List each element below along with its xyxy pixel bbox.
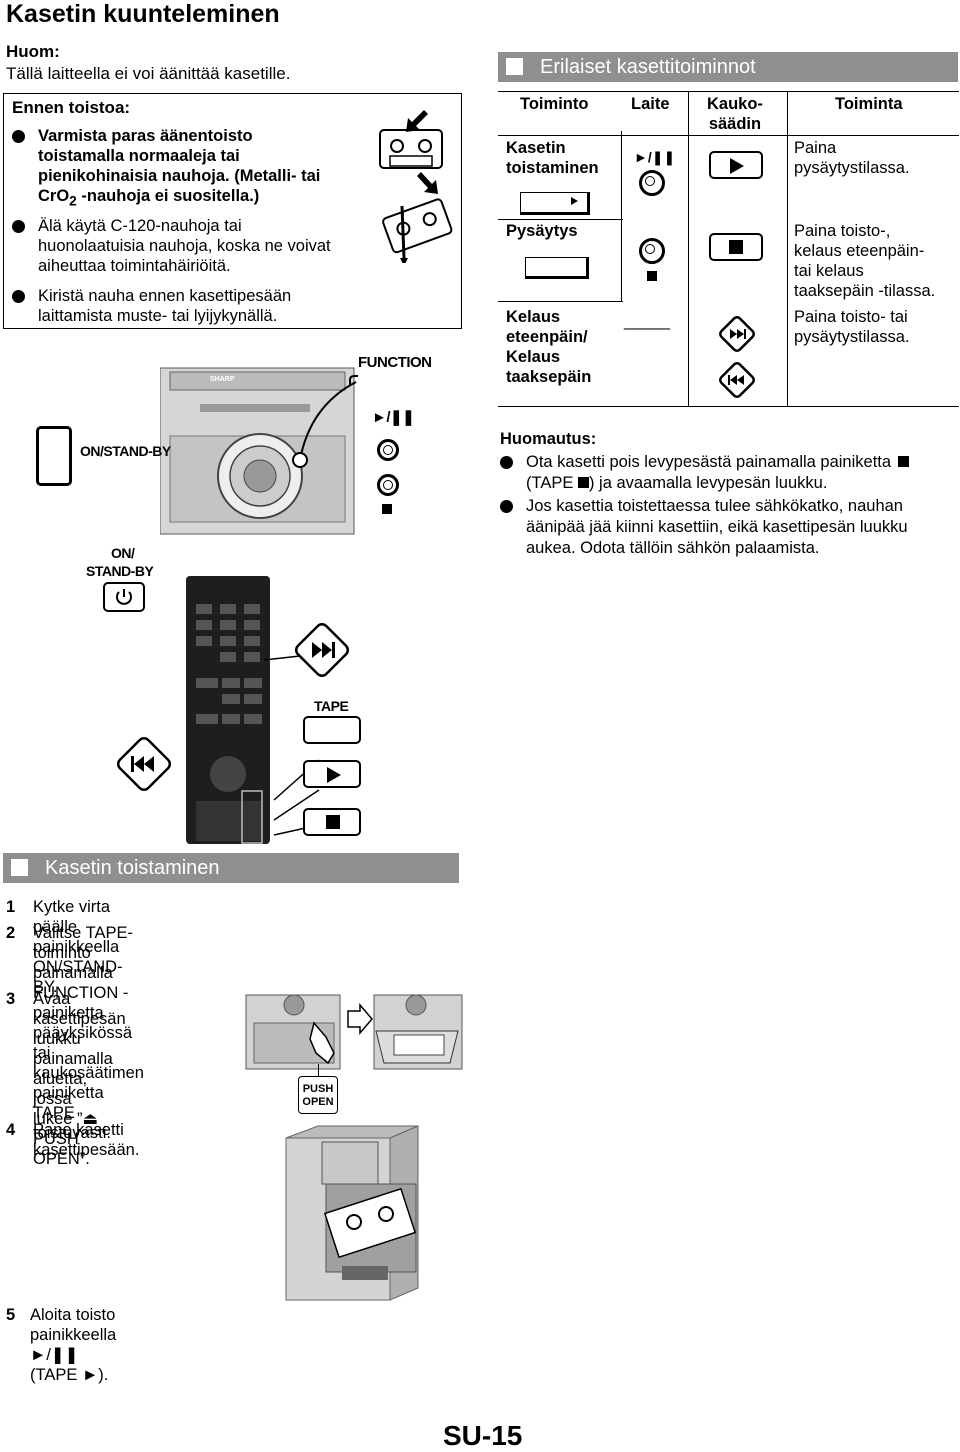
before-b1-line1: Varmista paras äänentoisto <box>38 127 253 145</box>
stop-icon <box>577 477 589 488</box>
ops-table: Toiminto Laite Kauko- säädin Toiminta Ka… <box>498 91 959 407</box>
note-heading: Huom: <box>6 42 60 61</box>
r3-rew-icon[interactable] <box>717 360 757 400</box>
ops-table-frame <box>498 91 959 407</box>
page-number: SU-15 <box>443 1420 523 1451</box>
before-b1-line3: pienikohinaisia nauhoja. (Metalli- tai <box>38 167 321 185</box>
remote-stop-button[interactable] <box>303 808 361 836</box>
r2-cassette-icon <box>525 257 589 279</box>
remote-play-button[interactable] <box>303 760 361 788</box>
before-b2-text: Älä käytä C-120-nauhoja tai huonolaatuis… <box>38 217 331 275</box>
insert-cassette-illustration <box>285 1125 419 1301</box>
power-icon <box>116 589 132 605</box>
stop-icon <box>382 504 392 514</box>
unit-on-standby-button[interactable] <box>36 426 72 486</box>
play-section-header: Kasetin toistaminen <box>3 853 459 883</box>
unit-play-pause-label: ►/❚❚ <box>372 409 415 426</box>
page-title: Kasetin kuunteleminen <box>6 0 280 28</box>
bullet-dot-icon <box>12 220 25 233</box>
r1-cassette-icon <box>520 192 590 215</box>
on-label: ON/ <box>111 545 135 561</box>
before-b1-line4: CrO2 -nauhoja ei suositella.) <box>38 187 260 209</box>
r2-remote-stop[interactable] <box>709 233 763 261</box>
bullet-dot-icon <box>500 456 513 469</box>
r3-function: Paina toisto- tai pysäytystilassa. <box>794 308 910 346</box>
before-playback-box: Ennen toistoa: Varmista paras äänentoist… <box>3 93 462 329</box>
r3-action: Kelaus eteenpäin/ Kelaus taaksepäin <box>506 308 592 386</box>
section-square-icon <box>11 859 28 876</box>
subscript: 2 <box>69 193 77 209</box>
tape-label: TAPE <box>314 698 349 714</box>
cassette-insert-icon <box>379 110 453 263</box>
on-standby-label: ON/STAND-BY <box>80 443 171 459</box>
main-unit-illustration <box>160 367 358 535</box>
stop-icon <box>897 456 909 467</box>
th-unit: Laite <box>631 95 670 113</box>
play-icon <box>730 158 744 174</box>
th-action: Toiminto <box>520 95 589 113</box>
before-b3-text: Kiristä nauha ennen kasettipesään laitta… <box>38 287 292 325</box>
r2-unit-button[interactable] <box>639 238 665 264</box>
function-label: FUNCTION <box>358 354 432 371</box>
stop-icon <box>729 240 743 254</box>
unit-play-pause-button[interactable] <box>377 439 399 461</box>
remote-control-illustration <box>186 576 270 844</box>
stop-icon <box>647 271 657 281</box>
r2-action: Pysäytys <box>506 222 578 240</box>
r3-unit: _____ <box>624 312 670 330</box>
th-function: Toiminta <box>835 95 903 113</box>
push-open-callout: PUSH OPEN <box>298 1076 338 1114</box>
r1-function: Paina pysäytystilassa. <box>794 139 910 177</box>
bullet-dot-icon <box>500 500 513 513</box>
rewind-icon[interactable] <box>114 734 174 794</box>
r3-ff-icon[interactable] <box>717 314 757 354</box>
r1-action: Kasetin toistaminen <box>506 139 599 177</box>
bullet-dot-icon <box>12 130 25 143</box>
stop-icon <box>326 815 340 829</box>
r1-unit-label: ►/❚❚ <box>634 149 676 165</box>
open-door-illustration <box>245 994 463 1070</box>
th-remote: Kauko- säädin <box>707 95 763 133</box>
play-section-title: Kasetin toistaminen <box>45 857 220 879</box>
section-square-icon <box>506 58 523 75</box>
fast-forward-icon[interactable] <box>292 620 352 680</box>
unit-stop-button[interactable] <box>377 474 399 496</box>
ops-section-header: Erilaiset kasettitoiminnot <box>498 52 958 82</box>
play-icon <box>327 767 341 783</box>
bullet-dot-icon <box>12 290 25 303</box>
note-text: Tällä laitteella ei voi äänittää kasetil… <box>6 64 291 83</box>
remarks-heading: Huomautus: <box>500 430 597 448</box>
ops-section-title: Erilaiset kasettitoiminnot <box>540 56 756 78</box>
remote-tape-button[interactable] <box>303 716 361 744</box>
r1-unit-button[interactable] <box>639 170 665 196</box>
remote-power-button[interactable] <box>103 582 145 612</box>
r1-remote-play[interactable] <box>709 151 763 179</box>
r2-function: Paina toisto-, kelaus eteenpäin- tai kel… <box>794 222 936 300</box>
before-b1-line2: toistamalla normaaleja tai <box>38 147 240 165</box>
standby-label: STAND-BY <box>86 563 154 579</box>
unit-brand: SHARP <box>210 376 235 383</box>
before-heading: Ennen toistoa: <box>12 98 131 117</box>
